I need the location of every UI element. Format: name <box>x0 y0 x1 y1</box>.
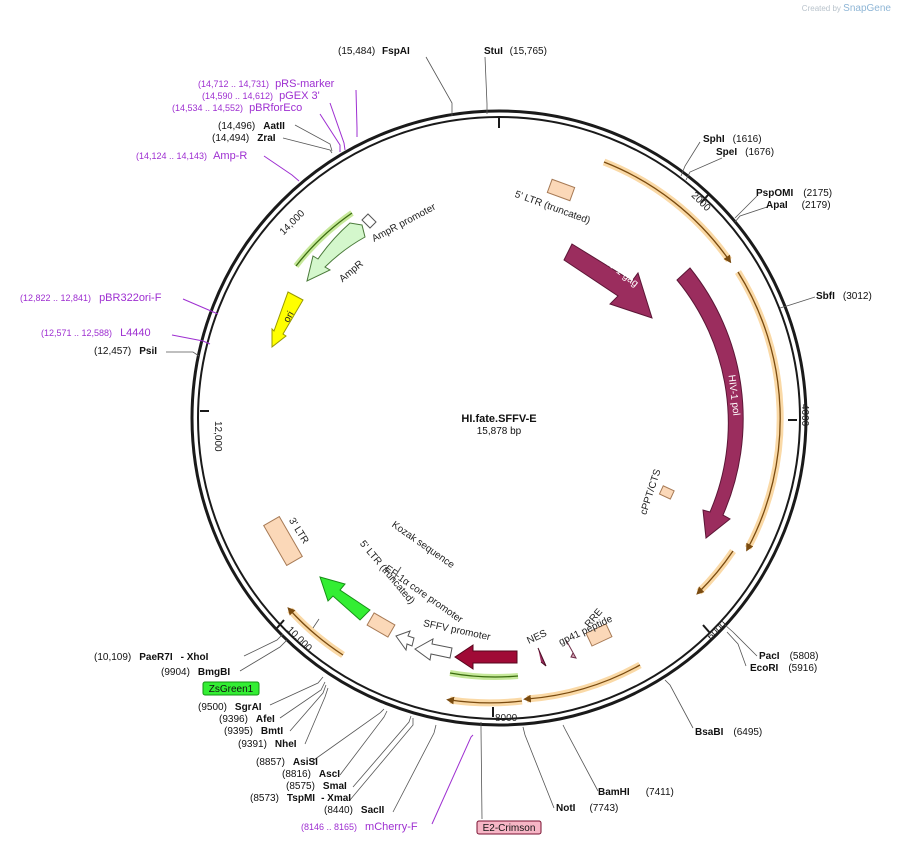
primer-l4440: (12,571 .. 12,588)L4440 <box>41 327 151 339</box>
ampr-promoter-feature: AmpR promoter <box>361 201 438 245</box>
site-sbfi: SbfI(3012) <box>816 291 872 302</box>
hiv-gag-feature: HIV-1 gag <box>563 243 653 319</box>
primer-leader-lines <box>171 89 474 825</box>
site-asci: (8816)AscI <box>282 769 340 780</box>
cppt-label: cPPT/CTS <box>638 468 663 517</box>
green-arcs <box>293 210 519 681</box>
zsgreen-label-box: ZsGreen1 <box>202 681 260 696</box>
site-sacii: (8440)SacII <box>324 805 384 816</box>
primer-amp-r: (14,124 .. 14,143)Amp-R <box>136 150 247 162</box>
e2crimson-feature <box>454 644 518 670</box>
primer-mcherry-f: (8146 .. 8165)mCherry-F <box>301 821 418 833</box>
plasmid-name: HI.fate.SFFV-E <box>461 413 536 425</box>
site-afei: (9396)AfeI <box>219 714 275 725</box>
site-apai: ApaI(2179) <box>766 200 831 211</box>
site-bamhi: BamHI(7411) <box>598 787 674 798</box>
nes-label: NES <box>525 628 549 647</box>
primer-pgex3: (14,590 .. 14,612)pGEX 3' <box>202 90 320 102</box>
tick-label-6000: 6000 <box>705 619 729 643</box>
site-bsabi: BsaBI(6495) <box>695 727 762 738</box>
ampr-label: AmpR <box>337 259 365 285</box>
site-sphi: SphI(1616) <box>703 134 762 145</box>
ltr5-bottom-label: 5' LTR (truncated) <box>357 539 417 607</box>
site-paci: PacI(5808) <box>759 651 818 662</box>
tick-labels: 2000 4000 6000 8000 10,000 12,000 14,000 <box>212 190 810 724</box>
site-paer7i: (10,109)PaeR7I- XhoI <box>94 652 209 663</box>
site-spei: SpeI(1676) <box>716 147 774 158</box>
site-zrai: (14,494)ZraI <box>212 133 276 144</box>
primer-labels: (14,712 .. 14,731)pRS-marker (14,590 .. … <box>20 78 418 833</box>
primer-prs-marker: (14,712 .. 14,731)pRS-marker <box>198 78 335 90</box>
tick-label-8000: 8000 <box>495 713 518 724</box>
tick-label-4000: 4000 <box>799 404 810 427</box>
site-leader-lines <box>166 56 816 820</box>
site-bmti: (9395)BmtI <box>224 726 283 737</box>
tick-label-14000: 14,000 <box>278 208 308 238</box>
site-sgrai: (9500)SgrAI <box>198 702 262 713</box>
site-stui: StuI (15,765) <box>484 46 547 57</box>
ampr-promoter-label: AmpR promoter <box>370 201 438 244</box>
nes-feature: NES <box>525 628 549 667</box>
plasmid-size: 15,878 bp <box>477 426 522 437</box>
hiv-pol-label: HIV-1 pol <box>725 374 741 416</box>
ltr5-top-feature: 5' LTR (truncated) <box>513 178 592 227</box>
snapgene-watermark: Created by SnapGene <box>802 3 891 14</box>
orange-arc-tracks <box>287 158 784 707</box>
zsgreen-label: ZsGreen1 <box>209 684 254 695</box>
e2crimson-label-box: E2-Crimson <box>476 820 542 835</box>
ltr3-feature: 3' LTR <box>263 515 310 567</box>
snapgene-brand: SnapGene <box>843 3 891 14</box>
watermark-prefix: Created by <box>801 4 841 13</box>
cppt-feature: cPPT/CTS <box>638 468 675 517</box>
site-smai: (8575)SmaI <box>286 781 347 792</box>
ori-feature: ori <box>271 291 304 349</box>
restriction-sites: (15,484) FspAI StuI (15,765) SphI(1616) … <box>94 46 872 816</box>
tick-label-12000: 12,000 <box>212 421 223 452</box>
e2crimson-label: E2-Crimson <box>483 823 536 834</box>
ampr-feature: AmpR <box>306 222 366 285</box>
site-noti: NotI(7743) <box>556 803 618 814</box>
tick-marks <box>200 117 797 717</box>
site-ecori: EcoRI(5916) <box>750 663 817 674</box>
ori-label: ori <box>282 310 297 325</box>
site-pspomi: PspOMI(2175) <box>756 188 832 199</box>
site-psii: (12,457)PsiI <box>94 346 157 357</box>
primer-pbr322ori-f: (12,822 .. 12,841)pBR322ori-F <box>20 292 162 304</box>
site-tspmi: (8573)TspMI- XmaI <box>250 793 351 804</box>
hiv-pol-feature: HIV-1 pol <box>676 267 744 539</box>
site-nhei: (9391)NheI <box>238 739 297 750</box>
site-bmgbi: (9904)BmgBI <box>161 667 230 678</box>
kozak-label: Kozak sequence <box>389 519 456 571</box>
site-asisi: (8857)AsiSI <box>256 757 318 768</box>
site-aatii: (14,496)AatII <box>218 121 285 132</box>
kozak-leader <box>392 566 402 581</box>
zsgreen-feature <box>319 576 371 621</box>
primer-pbrforeco: (14,534 .. 14,552)pBRforEco <box>172 102 302 114</box>
site-fspai: (15,484) FspAI <box>338 46 410 57</box>
ltr5-bottom-feature: 5' LTR (truncated) <box>357 539 417 638</box>
